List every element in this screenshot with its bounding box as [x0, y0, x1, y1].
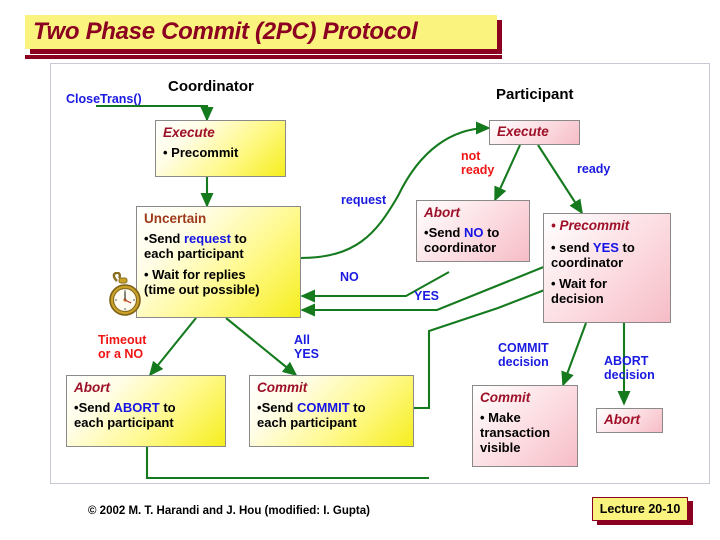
- state-line: decision: [551, 291, 604, 307]
- title-underline: [25, 55, 502, 59]
- text-post: to: [618, 239, 635, 255]
- state-box-coordinator-uncertain[interactable]: Uncertain •Send request to each particip…: [136, 206, 301, 318]
- keyword: request: [183, 230, 231, 246]
- state-title: Execute: [497, 124, 549, 139]
- text: Precommit: [167, 144, 239, 160]
- edge-label-commit-decision-line1: COMMIT: [498, 341, 549, 355]
- edge-label-request: request: [341, 193, 387, 207]
- edge-label-not-ready-line1: not: [461, 149, 481, 163]
- state-line: transaction: [480, 424, 551, 440]
- bullet: •: [480, 409, 485, 425]
- title-band: Two Phase Commit (2PC) Protocol: [25, 15, 497, 49]
- text: send: [555, 239, 593, 255]
- edge-label-abort-decision-line1: ABORT: [604, 354, 649, 368]
- column-heading-coordinator: Coordinator: [168, 78, 254, 95]
- edge-label-abort-decision-line2: decision: [604, 367, 655, 382]
- edge-label-commit-decision-line2: decision: [498, 354, 549, 369]
- edge-label-closetrans: CloseTrans(): [66, 92, 142, 106]
- edge-label-all-yes-line2: YES: [294, 346, 320, 361]
- state-line: (time out possible): [144, 282, 260, 298]
- bullet: •: [144, 230, 149, 246]
- state-line: • send YES to: [551, 240, 664, 255]
- edge-label-no: NO: [340, 270, 359, 284]
- state-line: •Send NO to: [424, 225, 523, 240]
- text: Send: [428, 224, 464, 240]
- text: Make: [484, 409, 521, 425]
- state-title: Abort: [424, 205, 460, 220]
- bullet: •: [551, 218, 560, 233]
- state-box-participant-abort[interactable]: Abort •Send NO to coordinator: [416, 200, 530, 262]
- edge-label-timeout-line2: or a NO: [98, 346, 144, 361]
- state-title: Execute: [163, 125, 215, 140]
- keyword: ABORT: [113, 399, 160, 415]
- edge-label-timeout-line1: Timeout: [98, 333, 147, 347]
- state-box-coordinator-execute[interactable]: Execute • Precommit: [155, 120, 286, 177]
- state-line: each participant: [74, 414, 174, 430]
- state-box-participant-final-abort[interactable]: Abort: [596, 408, 663, 433]
- bullet: •: [257, 399, 262, 415]
- bullet: •: [74, 399, 79, 415]
- state-line: each participant: [257, 414, 357, 430]
- state-box-participant-execute[interactable]: Execute: [489, 120, 580, 145]
- state-line: coordinator: [551, 254, 624, 270]
- edge-label-yes: YES: [414, 289, 440, 303]
- edge-label-all-yes: All YES: [294, 333, 320, 362]
- bullet: •: [551, 239, 556, 255]
- state-line: •Send request to: [144, 231, 294, 246]
- keyword: NO: [463, 224, 484, 240]
- text: Send: [148, 230, 184, 246]
- keyword: COMMIT: [296, 399, 350, 415]
- text: Wait for: [555, 276, 608, 292]
- state-box-coordinator-abort[interactable]: Abort •Send ABORT to each participant: [66, 375, 226, 447]
- bullet: •: [551, 276, 556, 292]
- edge-label-abort-decision: ABORT decision: [604, 354, 655, 383]
- text-post: to: [483, 224, 500, 240]
- text-post: to: [159, 399, 176, 415]
- state-line: • Make: [480, 410, 571, 425]
- state-box-participant-commit[interactable]: Commit • Make transaction visible: [472, 385, 578, 467]
- edge-label-all-yes-line1: All: [294, 333, 310, 347]
- state-line: each participant: [144, 245, 244, 261]
- state-box-participant-precommit[interactable]: • Precommit • send YES to coordinator • …: [543, 213, 671, 323]
- state-line: • Wait for replies: [144, 267, 294, 282]
- lecture-badge: Lecture 20-10: [592, 497, 688, 521]
- bullet: •: [424, 224, 429, 240]
- state-line: visible: [480, 440, 521, 456]
- state-line: •Send COMMIT to: [257, 400, 407, 415]
- bullet: •: [144, 267, 149, 283]
- state-line: • Wait for: [551, 276, 664, 291]
- state-title-text: Precommit: [559, 218, 630, 233]
- text: Wait for replies: [148, 267, 246, 283]
- text-post: to: [230, 230, 247, 246]
- page-title: Two Phase Commit (2PC) Protocol: [33, 18, 418, 45]
- state-title: Uncertain: [144, 211, 207, 226]
- state-line: • Precommit: [163, 145, 279, 160]
- state-title: Abort: [604, 412, 640, 427]
- column-heading-participant: Participant: [496, 86, 574, 103]
- edge-label-commit-decision: COMMIT decision: [498, 341, 549, 370]
- text: Send: [78, 399, 114, 415]
- state-line: •Send ABORT to: [74, 400, 219, 415]
- text-post: to: [349, 399, 366, 415]
- stopwatch-icon: [104, 271, 146, 320]
- keyword: YES: [592, 239, 619, 255]
- state-title: • Precommit: [551, 218, 664, 235]
- edge-label-timeout: Timeout or a NO: [98, 333, 147, 362]
- edge-label-not-ready: not ready: [461, 149, 495, 178]
- edge-label-ready: ready: [577, 162, 611, 176]
- state-box-coordinator-commit[interactable]: Commit •Send COMMIT to each participant: [249, 375, 414, 447]
- edge-label-not-ready-line2: ready: [461, 162, 495, 177]
- footer-credit: © 2002 M. T. Harandi and J. Hou (modifie…: [88, 505, 370, 517]
- bullet: •: [163, 144, 168, 160]
- state-title: Commit: [257, 380, 308, 395]
- state-line: coordinator: [424, 239, 497, 255]
- text: Send: [261, 399, 297, 415]
- state-title: Abort: [74, 380, 110, 395]
- state-title: Commit: [480, 390, 531, 405]
